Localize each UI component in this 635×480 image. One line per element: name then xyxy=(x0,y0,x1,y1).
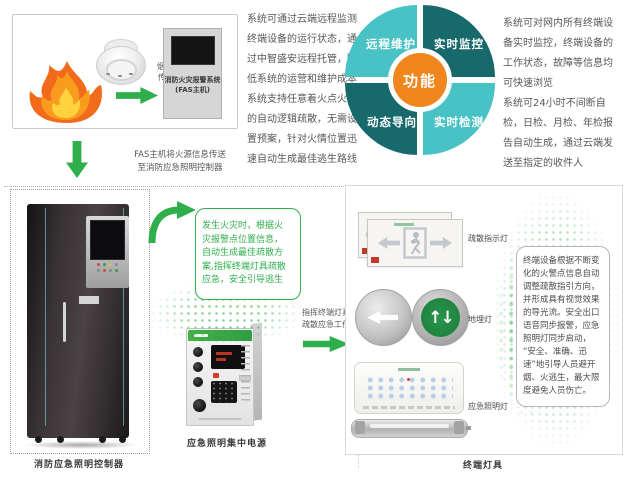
label-strip xyxy=(363,406,455,409)
tube-light xyxy=(351,419,471,438)
flame-icon xyxy=(29,61,102,123)
red-tag xyxy=(362,248,370,254)
cabinet-control-panel xyxy=(86,216,129,288)
running-man-icon xyxy=(403,227,427,259)
power-supply xyxy=(186,322,264,426)
tube-end-cap xyxy=(454,421,464,434)
wheel-segment-label: 实时检测 xyxy=(434,115,484,129)
ground-light-arrow xyxy=(355,289,412,346)
controller-caption: 消防应急照明控制器 xyxy=(33,460,124,470)
footer-text-line xyxy=(199,418,241,420)
knob xyxy=(193,347,203,357)
red-tag xyxy=(371,257,379,263)
cloud-paragraph-1: 系统可对网内所有终端设 备实时监控，终端设备的 工作状态，故障等信息均 可快速浏… xyxy=(503,18,613,89)
knob xyxy=(193,399,206,412)
display-digits xyxy=(216,352,232,355)
cloud-text-block: 系统可对网内所有终端设 备实时监控，终端设备的 工作状态，故障等信息均 可快速浏… xyxy=(503,14,633,174)
dotted-divider-horizontal xyxy=(4,186,358,187)
function-wheel: 远程维护 实时监控 动态导向 实时检测 功能 xyxy=(345,5,495,155)
fas-screen xyxy=(170,36,215,65)
cabinet-accent-line xyxy=(45,208,46,426)
fas-host-panel: 消防火灾报警系统 (FAS主机) xyxy=(163,28,222,119)
arrow-right-icon xyxy=(116,87,158,104)
brand-logo xyxy=(394,223,414,226)
power-supply-front xyxy=(186,328,254,426)
controller-image-box xyxy=(10,189,150,454)
wheel-center-label: 功能 xyxy=(402,71,437,90)
cabinet-caster xyxy=(35,436,42,443)
smoke-detector-icon xyxy=(96,39,146,86)
emergency-light xyxy=(354,362,464,414)
right-arrow-icon xyxy=(430,237,452,249)
cabinet-screen xyxy=(90,220,125,260)
terminal-lamps-box: 疏散指示灯 ↑↓ 地埋灯 应急照明灯 终端设备根据不断变 化的火警点信息自动 调… xyxy=(345,185,623,455)
exit-sign-label: 疏散指示灯 xyxy=(468,234,508,243)
knob xyxy=(193,377,203,387)
detector-ring xyxy=(105,59,138,81)
cabinet-buttons xyxy=(86,269,129,272)
knob xyxy=(193,362,203,372)
flow1-label: FAS主机将火源信息传送 至消防应急照明控制器 xyxy=(134,150,226,173)
power-supply-caption: 应急照明集中电源 xyxy=(186,439,267,449)
cabinet-sticker xyxy=(79,296,99,304)
cabinet-shadow xyxy=(23,441,139,449)
vents xyxy=(241,345,250,403)
tube-glow xyxy=(370,424,449,428)
ground-light-label: 地埋灯 xyxy=(468,315,492,324)
cabinet-buttons xyxy=(86,263,129,266)
wheel-center: 功能 xyxy=(388,48,452,112)
fire-response-bubble: 发生火灾时，根据火 灾报警点位置信息， 自动生成最佳疏散方 案,指挥终端灯具疏散… xyxy=(195,208,301,300)
tube-stub xyxy=(466,426,471,430)
wheel-segment-label: 远程维护 xyxy=(366,37,416,51)
cabinet-handle xyxy=(63,302,66,342)
display-digits xyxy=(216,358,226,361)
brand-logo xyxy=(398,368,420,371)
fas-label: 消防火灾报警系统 (FAS主机) xyxy=(164,76,221,94)
cloud-paragraph-2: 系统可24小时不间断自 检，日检、月检、年检报 告自动生成，通过云端发 送至指定… xyxy=(503,98,613,169)
emergency-light-label: 应急照明灯 xyxy=(468,402,508,411)
indicator-dot xyxy=(407,378,410,381)
power-display xyxy=(211,345,245,369)
wheel-segment-label: 动态导向 xyxy=(367,115,417,129)
intro-paragraph-2: 系统支持任意着火点火警 的自动逻辑疏散，无需设 置预案，针对火情位置迅 速自动生… xyxy=(247,94,357,165)
detector-slot xyxy=(106,73,110,75)
exit-sign xyxy=(367,219,463,267)
terminal-description-bubble: 终端设备根据不断变 化的火警点信息自动 调整疏散指引方向， 并形成具有视觉效果 … xyxy=(516,246,610,407)
detector-slot xyxy=(129,73,133,75)
left-arrow-icon xyxy=(367,311,398,324)
wheel-segment-label: 实时监控 xyxy=(434,37,484,51)
arrow-down-icon xyxy=(66,141,88,178)
tube-end-cap xyxy=(355,421,365,434)
cabinet-caster xyxy=(99,436,106,443)
cabinet-caster xyxy=(119,436,126,443)
intro-text-block: 系统可通过云端远程监测 终端设备的运行状态，通 过中智盛安远程托管，降 低系统的… xyxy=(247,10,377,170)
keypad xyxy=(211,381,237,403)
ground-light-updown: ↑↓ xyxy=(412,289,469,346)
flow2-label: 指挥终端灯具 疏散应急工作 xyxy=(302,308,350,329)
up-down-arrows-icon: ↑↓ xyxy=(421,298,460,337)
terminal-caption: 终端灯具 xyxy=(462,461,503,471)
curved-arrow-icon xyxy=(148,201,196,244)
intro-paragraph-1: 系统可通过云端远程监测 终端设备的运行状态，通 过中智盛安远程托管，降 低系统的… xyxy=(247,14,357,85)
arrow-right-icon xyxy=(303,336,349,352)
cabinet-accent-line xyxy=(123,208,124,426)
cabinet-caster xyxy=(57,436,64,443)
fire-detection-box: 烟感将火源信息 传送至FAS主机 消防火灾报警系统 (FAS主机) xyxy=(12,14,238,129)
red-button xyxy=(213,373,219,378)
left-arrow-icon xyxy=(378,237,400,249)
detector-slot xyxy=(118,75,122,77)
